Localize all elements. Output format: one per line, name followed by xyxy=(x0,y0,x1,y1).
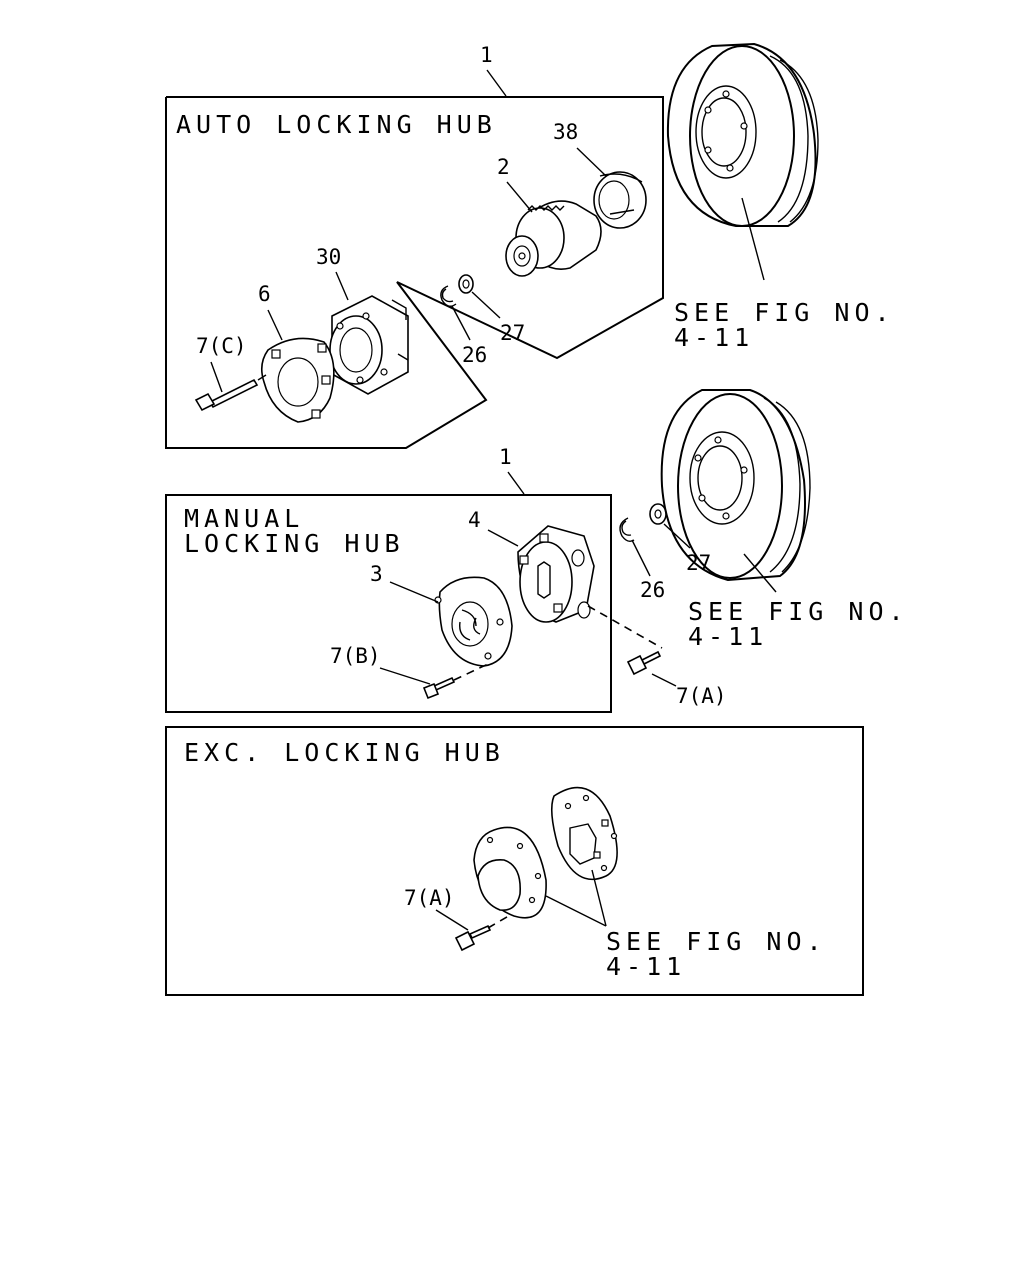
leader-line xyxy=(335,271,349,301)
leader-line xyxy=(663,523,691,549)
leader-line xyxy=(379,667,431,685)
callout-3: 3 xyxy=(370,562,383,586)
see-fig-label: SEE FIG NO. xyxy=(674,298,895,327)
part-2-gear-assembly xyxy=(505,200,602,277)
leader-line xyxy=(487,529,519,547)
part-7a-bolt-manual xyxy=(587,605,663,676)
leader-line xyxy=(591,869,607,927)
manual-panel-frame xyxy=(165,494,612,713)
brake-rotor-middle xyxy=(660,389,811,593)
callout-7a-manual: 7(A) xyxy=(676,684,727,708)
leader-line xyxy=(267,309,283,341)
part-3-cover xyxy=(434,576,513,667)
see-fig-ref-bottom: SEE FIG NO. 4-11 xyxy=(606,927,827,981)
exc-panel-title: EXC. LOCKING HUB xyxy=(184,738,505,767)
auto-panel-frame xyxy=(165,96,664,449)
see-fig-label: SEE FIG NO. xyxy=(688,597,909,626)
callout-27: 27 xyxy=(500,321,525,345)
leader-line xyxy=(471,291,501,319)
see-fig-ref-middle: SEE FIG NO. 4-11 xyxy=(688,597,909,651)
leader-line xyxy=(507,471,525,495)
leader-line xyxy=(545,895,607,927)
callout-4: 4 xyxy=(468,508,481,532)
leader-line xyxy=(435,909,469,931)
see-fig-number: 4-11 xyxy=(606,952,686,981)
drive-flange xyxy=(550,786,618,881)
auto-locking-hub-panel: AUTO LOCKING HUB 1 38 2 xyxy=(165,43,664,449)
part-6-flange xyxy=(260,337,335,423)
exc-panel-frame xyxy=(165,726,864,996)
see-fig-number: 4-11 xyxy=(688,622,768,651)
callout-30: 30 xyxy=(316,245,341,269)
callout-assembly-1: 1 xyxy=(480,43,493,67)
see-fig-number: 4-11 xyxy=(674,323,754,352)
leader-line xyxy=(389,581,439,603)
leader-line xyxy=(486,69,507,97)
part-30-hub-body xyxy=(329,295,409,395)
leader-line xyxy=(451,305,471,341)
manual-locking-hub-panel: MANUAL LOCKING HUB 1 4 3 xyxy=(165,445,612,713)
leader-line xyxy=(506,181,533,213)
part-4-hub-body xyxy=(517,525,595,623)
part-7a-bolt-exc xyxy=(454,913,513,952)
see-fig-label: SEE FIG NO. xyxy=(606,927,827,956)
leader-line xyxy=(210,361,223,393)
part-27-washer xyxy=(458,274,474,294)
callout-38: 38 xyxy=(553,120,578,144)
see-fig-ref-top: SEE FIG NO. 4-11 xyxy=(674,298,895,352)
manual-panel-title-line1: MANUAL xyxy=(184,504,304,533)
brake-rotor-top xyxy=(666,42,819,281)
callout-7b: 7(B) xyxy=(330,644,381,668)
auto-panel-title: AUTO LOCKING HUB xyxy=(176,110,497,139)
hub-cap xyxy=(473,826,547,919)
part-26-snap-ring-manual xyxy=(619,517,635,543)
callout-26: 26 xyxy=(462,343,487,367)
callout-7c: 7(C) xyxy=(196,334,247,358)
part-7b-bolt xyxy=(422,663,489,700)
callout-26-manual: 26 xyxy=(640,578,665,602)
callout-2: 2 xyxy=(497,155,510,179)
leader-line xyxy=(576,147,607,177)
callout-7a-exc: 7(A) xyxy=(404,886,455,910)
part-27-washer-manual xyxy=(649,503,667,525)
callout-6: 6 xyxy=(258,282,271,306)
part-7c-bolt xyxy=(194,374,267,412)
exc-locking-hub-panel: EXC. LOCKING HUB 7(A) xyxy=(165,726,864,996)
leader-line xyxy=(631,539,651,577)
part-26-snap-ring xyxy=(440,285,457,307)
callout-assembly-1: 1 xyxy=(499,445,512,469)
part-38-ring xyxy=(593,171,647,229)
manual-panel-title-line2: LOCKING HUB xyxy=(184,529,405,558)
leader-line xyxy=(651,673,677,687)
